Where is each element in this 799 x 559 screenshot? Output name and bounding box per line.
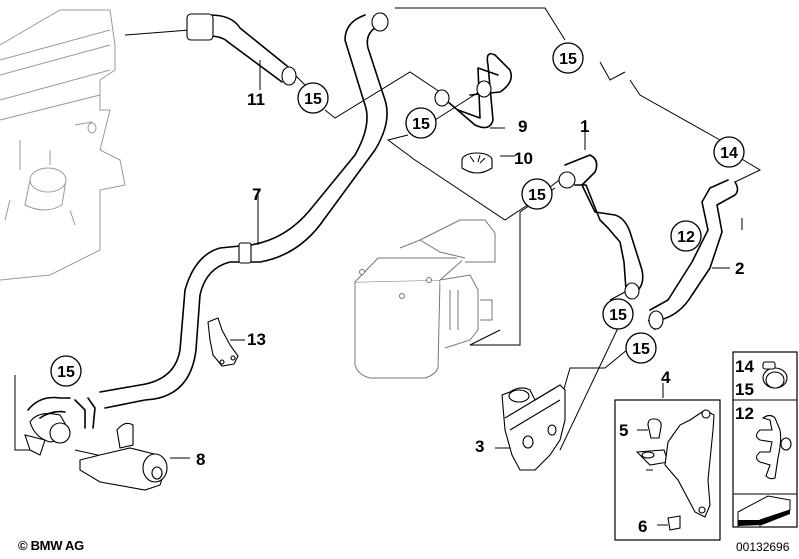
hose-2 bbox=[648, 179, 739, 330]
callout-1: 1 bbox=[580, 117, 589, 136]
engine-outline bbox=[0, 9, 126, 281]
circled-callout-15-d: 15 bbox=[521, 178, 553, 210]
hose-clip-icon bbox=[755, 414, 792, 480]
circled-callout-15-c: 15 bbox=[552, 42, 584, 74]
circled-callout-15-a: 15 bbox=[297, 82, 329, 114]
circled-callout-12: 12 bbox=[670, 220, 702, 252]
callout-7: 7 bbox=[252, 185, 261, 204]
svg-text:15: 15 bbox=[304, 91, 322, 108]
valve-3 bbox=[501, 384, 566, 471]
callout-11: 11 bbox=[247, 90, 265, 109]
svg-text:12: 12 bbox=[677, 229, 695, 246]
water-pump-8 bbox=[24, 396, 168, 491]
svg-text:15: 15 bbox=[632, 341, 650, 358]
callout-5: 5 bbox=[619, 421, 628, 440]
callout-10: 10 bbox=[514, 149, 533, 168]
legend-label-12: 12 bbox=[735, 404, 754, 423]
callout-9: 9 bbox=[518, 117, 527, 136]
circled-callout-15-g: 15 bbox=[50, 355, 82, 387]
circled-callout-15-b: 15 bbox=[405, 107, 437, 139]
svg-text:15: 15 bbox=[609, 307, 627, 324]
callout-6: 6 bbox=[638, 517, 647, 536]
hose-7 bbox=[99, 12, 389, 409]
svg-text:14: 14 bbox=[720, 145, 738, 162]
callout-2: 2 bbox=[735, 259, 744, 278]
bracket-13 bbox=[207, 317, 239, 367]
document-number: 00132696 bbox=[736, 540, 790, 554]
grommet-10 bbox=[461, 152, 493, 174]
circled-callout-15-e: 15 bbox=[602, 298, 634, 330]
leader-lines bbox=[14, 7, 762, 461]
callout-4: 4 bbox=[661, 368, 671, 387]
callout-13: 13 bbox=[247, 330, 266, 349]
svg-text:15: 15 bbox=[559, 51, 577, 68]
hose-11 bbox=[186, 13, 297, 86]
hose-9 bbox=[434, 52, 513, 129]
hose-1 bbox=[558, 154, 644, 300]
svg-text:15: 15 bbox=[412, 116, 430, 133]
bracket-4-box bbox=[614, 399, 721, 541]
auxiliary-heater bbox=[354, 219, 496, 379]
svg-text:15: 15 bbox=[528, 187, 546, 204]
callout-8: 8 bbox=[196, 450, 205, 469]
legend-label-15: 15 bbox=[735, 380, 754, 399]
copyright-notice: © BMW AG bbox=[18, 538, 84, 553]
callout-3: 3 bbox=[475, 437, 484, 456]
hose-clamp-icon bbox=[762, 361, 788, 389]
direction-arrow-icon bbox=[737, 495, 791, 528]
legend-panel bbox=[732, 351, 798, 528]
legend-label-14: 14 bbox=[735, 357, 754, 376]
circled-callout-14: 14 bbox=[713, 136, 745, 168]
circled-callout-15-f: 15 bbox=[625, 332, 657, 364]
svg-text:15: 15 bbox=[57, 364, 75, 381]
